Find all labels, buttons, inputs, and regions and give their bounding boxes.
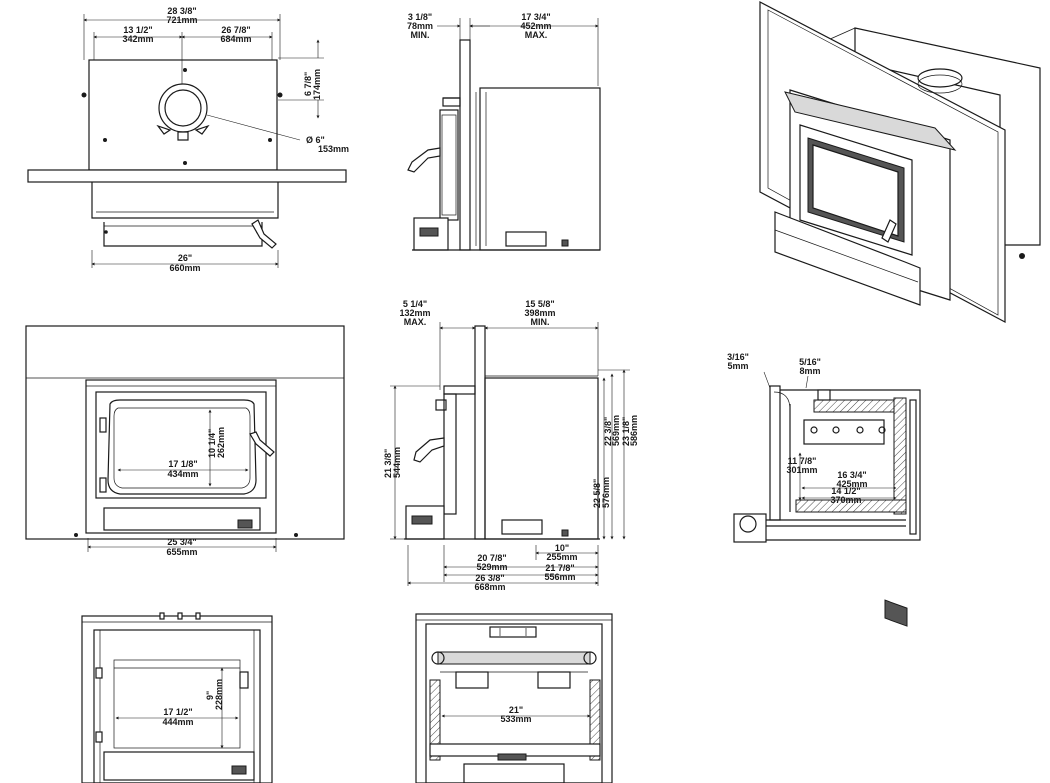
depth-in: 17 3/4"	[521, 12, 550, 22]
base-width-in: 25 3/4"	[167, 537, 196, 547]
side-view	[390, 322, 630, 586]
isometric-view	[759, 1, 1041, 627]
opening-height-in: 9"	[205, 691, 215, 700]
height-b-in: 23 1/8"	[621, 417, 631, 446]
flue-height-in: 6 7/8"	[303, 72, 313, 96]
section-view	[733, 371, 921, 543]
height-b-mm: 586mm	[629, 415, 639, 446]
height-c-in: 22 5/8"	[592, 479, 602, 508]
firebox-height-mm: 301mm	[786, 465, 817, 475]
firebox-width-mm: 533mm	[500, 714, 531, 724]
depth-a-mm: 529mm	[476, 562, 507, 572]
opening-height-mm: 228mm	[214, 679, 224, 710]
interior-front-view	[81, 612, 273, 783]
right-offset-mm: 684mm	[220, 34, 251, 44]
rear-clearance-mm: 78mm	[407, 21, 433, 31]
flue-height-mm: 174mm	[312, 69, 322, 100]
right-offset-in: 26 7/8"	[221, 25, 250, 35]
flue-diameter-mm: 153mm	[318, 144, 349, 154]
hearth-offset-mm: 255mm	[546, 552, 577, 562]
rear-depth-in: 15 5/8"	[525, 299, 554, 309]
depth-total-mm: 668mm	[474, 582, 505, 592]
height-c-mm: 576mm	[601, 477, 611, 508]
hearth-offset-in: 10"	[555, 543, 569, 553]
rear-clearance-note: MIN.	[411, 30, 430, 40]
door-width-mm: 434mm	[167, 469, 198, 479]
front-view	[25, 325, 345, 552]
body-width-mm: 660mm	[169, 263, 200, 273]
firebox-depth-mm: 425mm	[836, 479, 867, 489]
side-top-view	[407, 18, 601, 251]
overall-width-mm: 721mm	[166, 15, 197, 25]
depth-b-in: 21 7/8"	[545, 563, 574, 573]
floor-depth-mm: 370mm	[830, 495, 861, 505]
depth-note: MAX.	[525, 30, 548, 40]
firebox-depth-in: 16 3/4"	[837, 470, 866, 480]
gap-b-mm: 8mm	[799, 366, 820, 376]
front-top-view	[27, 14, 347, 268]
opening-width-in: 17 1/2"	[163, 707, 192, 717]
height-a-in: 22 3/8"	[603, 417, 613, 446]
gap-a-mm: 5mm	[727, 361, 748, 371]
firebox-height-in: 11 7/8"	[788, 456, 817, 466]
floor-depth-in: 14 1/2"	[831, 486, 860, 496]
interior-rear-view	[415, 613, 613, 783]
overall-height-in: 21 3/8"	[383, 449, 393, 478]
left-offset-mm: 342mm	[122, 34, 153, 44]
firebox-width-in: 21"	[509, 705, 523, 715]
depth-total-in: 26 3/8"	[475, 573, 504, 583]
depth-b-mm: 556mm	[544, 572, 575, 582]
rear-depth-note: MIN.	[531, 317, 550, 327]
depth-mm: 452mm	[520, 21, 551, 31]
depth-a-in: 20 7/8"	[477, 553, 506, 563]
height-a-mm: 569mm	[611, 415, 621, 446]
front-offset-note: MAX.	[404, 317, 427, 327]
gap-b-in: 5/16"	[799, 357, 821, 367]
opening-width-mm: 444mm	[162, 717, 193, 727]
front-offset-mm: 132mm	[399, 308, 430, 318]
rear-depth-mm: 398mm	[524, 308, 555, 318]
overall-width-in: 28 3/8"	[167, 6, 196, 16]
door-width-in: 17 1/8"	[168, 459, 197, 469]
left-offset-in: 13 1/2"	[123, 25, 152, 35]
body-width-in: 26"	[178, 253, 192, 263]
overall-height-mm: 544mm	[392, 447, 402, 478]
flue-diameter-in: Ø 6"	[306, 135, 325, 145]
door-height-in: 10 1/4"	[207, 429, 217, 458]
base-width-mm: 655mm	[166, 547, 197, 557]
door-height-mm: 262mm	[216, 427, 226, 458]
gap-a-in: 3/16"	[727, 352, 749, 362]
front-offset-in: 5 1/4"	[403, 299, 427, 309]
rear-clearance-in: 3 1/8"	[408, 12, 432, 22]
